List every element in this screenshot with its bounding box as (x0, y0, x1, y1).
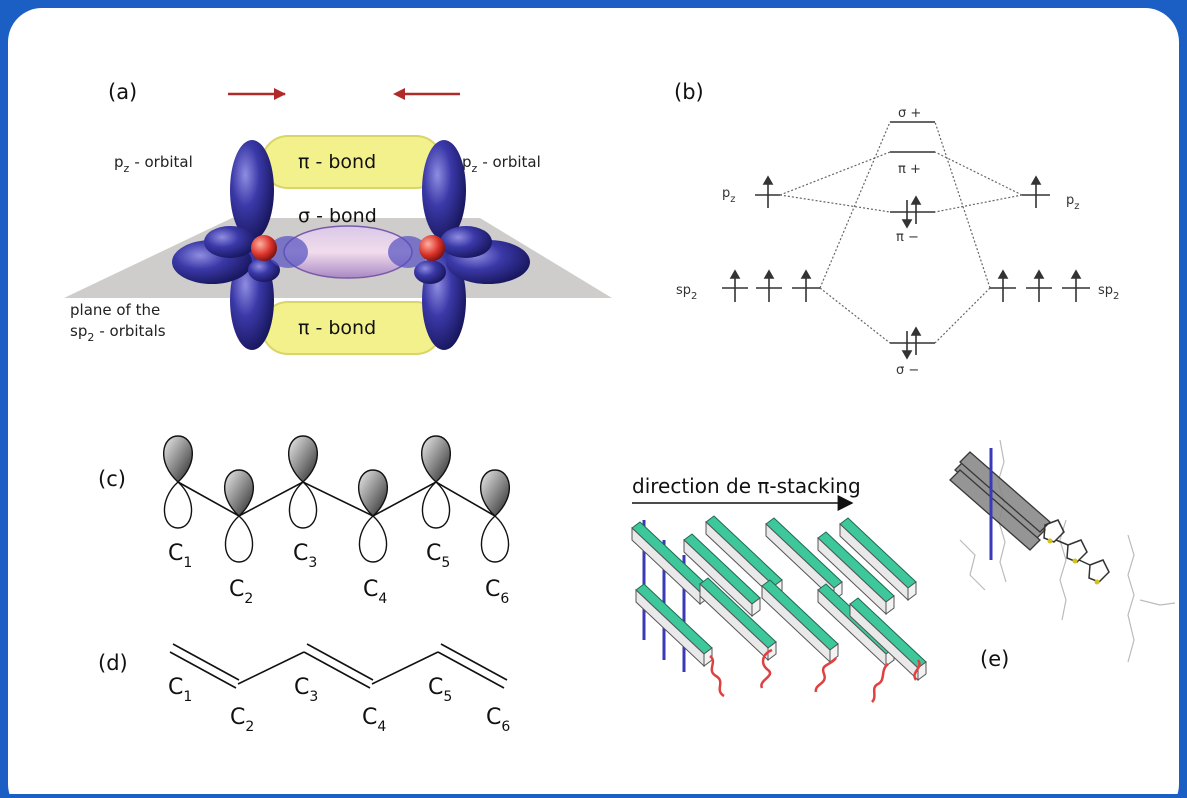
approach-arrows (228, 88, 460, 100)
side-chain (814, 657, 837, 693)
p-orbital (287, 435, 319, 529)
panel-a: (a) (64, 80, 612, 355)
svg-text:plane of the: plane of the (70, 301, 160, 319)
pi-bond-top-label: π - bond (298, 151, 376, 173)
lamellae (631, 515, 927, 703)
sigma-bond-label: σ - bond (298, 205, 377, 227)
svg-text:pz- orbital: pz- orbital (462, 153, 541, 175)
panel-label-d: (d) (98, 651, 128, 675)
lamella-plate (817, 531, 895, 616)
sp2-left-label: sp2 (676, 283, 697, 302)
pz-left-label: pz (722, 186, 736, 205)
lamella-plate (839, 517, 917, 602)
carbon-label: C5 (426, 541, 450, 571)
pi-stacking-panel: direction de π-stacking (631, 474, 927, 703)
carbon-label: C1 (168, 675, 192, 705)
side-chain (760, 648, 773, 689)
electron-arrows (729, 175, 1082, 360)
sigma-minus-label: σ − (896, 363, 919, 378)
lamella-plate (635, 583, 713, 668)
sigma-plus-label: σ + (898, 106, 921, 121)
carbon-label: C3 (294, 675, 318, 705)
side-chain (913, 659, 921, 681)
carbon-label: C5 (428, 675, 452, 705)
right-carbon-orbitals (414, 140, 530, 350)
panel-label-a: (a) (108, 80, 137, 104)
pi-minus-label: π − (896, 230, 919, 245)
carbon-label: C6 (486, 705, 510, 735)
left-carbon-orbitals (172, 140, 280, 350)
pi-plus-label: π + (898, 162, 921, 177)
polyene-chain-d (169, 643, 508, 689)
side-chain (870, 663, 889, 703)
carbon-label: C1 (168, 541, 192, 571)
panel-b: (b) (674, 80, 1119, 378)
lamella-plate (699, 577, 777, 662)
carbon-atom-right (419, 235, 445, 261)
carbon-label: C3 (293, 541, 317, 571)
molecular-stack-image (949, 439, 1176, 663)
p-orbital (223, 469, 255, 563)
chain-backbone-c (177, 481, 496, 517)
carbon-label: C6 (485, 577, 509, 607)
sp2-right-label: sp2 (1098, 283, 1119, 302)
svg-text:sp2- orbitals: sp2- orbitals (70, 322, 166, 344)
p-orbital (479, 469, 511, 563)
carbon-label: C2 (229, 577, 253, 607)
panel-label-e: (e) (980, 647, 1009, 671)
panel-label-c: (c) (98, 467, 126, 491)
p-orbitals (162, 435, 511, 563)
panel-e: (e) (949, 439, 1176, 671)
p-orbital (420, 435, 452, 529)
sp2-plane-label: plane of the sp2- orbitals (70, 301, 166, 344)
p-orbital (357, 469, 389, 563)
panel-label-b: (b) (674, 80, 704, 104)
carbon-label: C2 (230, 705, 254, 735)
carbon-label: C4 (362, 705, 386, 735)
side-chain (709, 655, 725, 698)
lamella-plate (761, 579, 839, 664)
lamella-plate (683, 533, 761, 618)
svg-text:pz- orbital: pz- orbital (114, 153, 193, 175)
pi-bond-bottom-label: π - bond (298, 317, 376, 339)
p-orbital (162, 435, 194, 529)
pz-orbital-left-label: pz- orbital (114, 153, 193, 175)
stacking-label: direction de π-stacking (632, 474, 861, 498)
carbon-atom-left (251, 235, 277, 261)
correlation-lines (779, 121, 1023, 344)
carbon-label: C4 (363, 577, 387, 607)
content-panel (8, 8, 1179, 798)
pz-orbital-right-label: pz- orbital (462, 153, 541, 175)
pz-right-label: pz (1066, 193, 1080, 212)
